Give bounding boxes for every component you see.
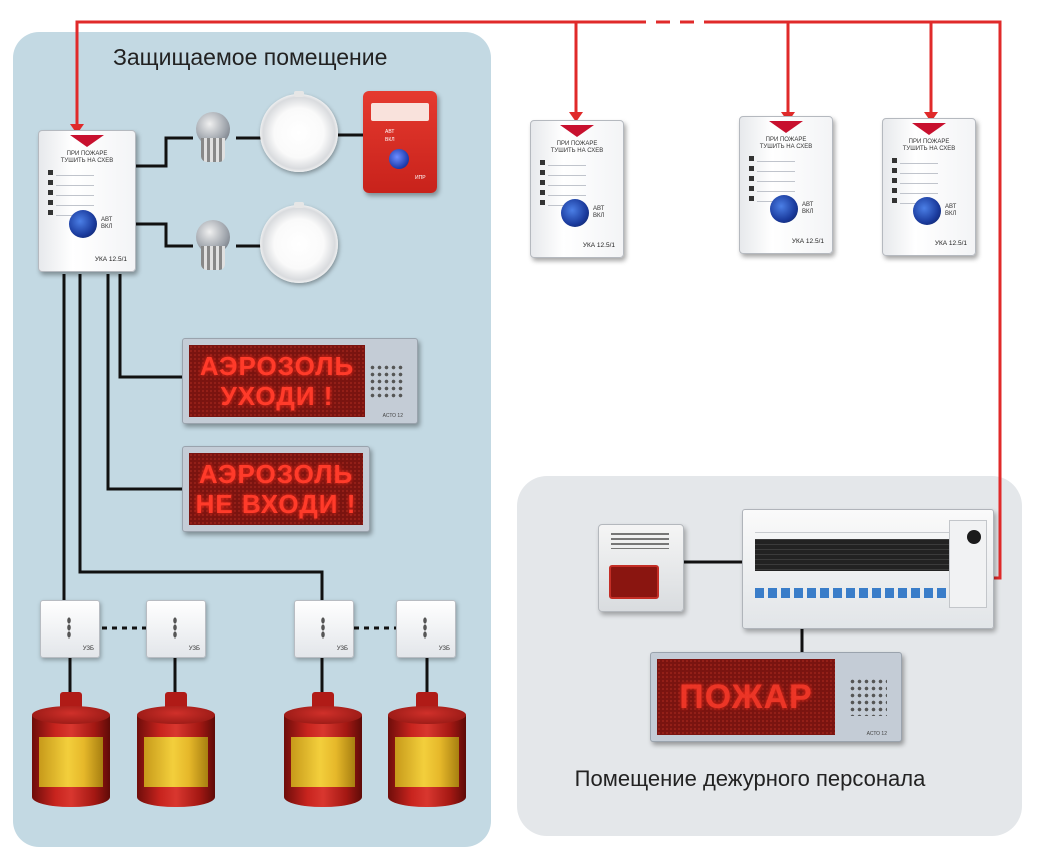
start-button-icon: [561, 199, 589, 227]
junction-box: УЗБ: [396, 600, 456, 658]
board-line: УХОДИ !: [220, 381, 334, 411]
call-button-icon: [389, 149, 409, 169]
board-screen: АЭРОЗОЛЬ УХОДИ !: [189, 345, 365, 417]
call-point-label: ВКЛ: [385, 137, 395, 143]
board-line: НЕ ВХОДИ !: [195, 489, 357, 519]
start-button-icon: [913, 197, 941, 225]
call-point-window: [371, 103, 429, 121]
start-button-icon: [770, 195, 798, 223]
aerosol-generator-icon: [137, 692, 215, 814]
panel-strip: [755, 522, 955, 533]
arrow-down-icon: [560, 125, 594, 137]
module-model: УКА 12.5/1: [791, 238, 824, 245]
speaker-grille-icon: [849, 678, 887, 716]
key-switch-icon: [967, 530, 981, 544]
arrow-down-icon: [70, 135, 104, 147]
light-board-fire: ПОЖАР АСТО 12: [650, 652, 902, 742]
aerosol-generator-icon: [388, 692, 466, 814]
start-button-icon: [69, 210, 97, 238]
module-model: УКА 12.5/1: [582, 242, 615, 249]
speaker-grille-icon: [369, 364, 403, 398]
board-line: ПОЖАР: [679, 678, 813, 716]
light-board-leave: АЭРОЗОЛЬ УХОДИ ! АСТО 12: [182, 338, 418, 424]
siren-icon: [598, 524, 684, 612]
board-line: АЭРОЗОЛЬ: [198, 459, 354, 489]
manual-call-point: АВТ ВКЛ ИПР: [363, 91, 437, 193]
call-point-brand: ИПР: [415, 175, 426, 181]
aerosol-generator-icon: [32, 692, 110, 814]
board-tag: АСТО 12: [866, 731, 887, 737]
junction-box: УЗБ: [40, 600, 100, 658]
board-screen: АЭРОЗОЛЬ НЕ ВХОДИ !: [189, 453, 363, 525]
arrow-down-icon: [769, 121, 803, 133]
call-point-label: АВТ: [385, 129, 395, 135]
smoke-detector-icon: [260, 202, 338, 283]
arrow-down-icon: [912, 123, 946, 135]
board-line: АЭРОЗОЛЬ: [199, 351, 355, 381]
module-model: УКА 12.5/1: [94, 256, 127, 263]
heat-sensor-icon: [192, 112, 234, 164]
panel-keys: [755, 588, 955, 598]
protected-room-title: Защищаемое помещение: [113, 44, 388, 70]
board-screen: ПОЖАР: [657, 659, 835, 735]
heat-sensor-icon: [192, 220, 234, 272]
aerosol-generator-icon: [284, 692, 362, 814]
module-model: УКА 12.5/1: [934, 240, 967, 247]
junction-box: УЗБ: [146, 600, 206, 658]
duty-room-title: Помещение дежурного персонала: [574, 766, 926, 791]
board-tag: АСТО 12: [382, 413, 403, 419]
control-panel: [742, 509, 994, 629]
smoke-detector-icon: [260, 91, 338, 172]
control-wiring: [62, 133, 804, 692]
junction-box: УЗБ: [294, 600, 354, 658]
light-board-do-not-enter: АЭРОЗОЛЬ НЕ ВХОДИ !: [182, 446, 370, 532]
panel-display: [755, 539, 955, 571]
signal-line: [75, 20, 1002, 580]
